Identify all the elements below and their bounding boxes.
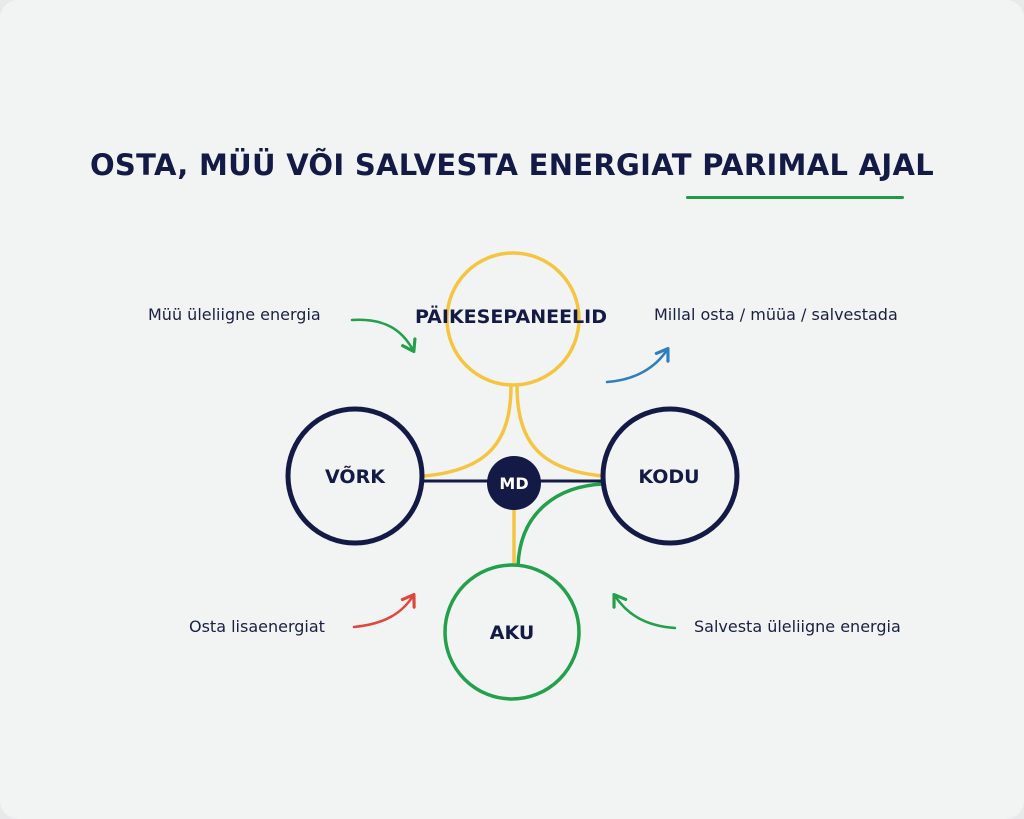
solar-to-home-line	[515, 384, 604, 478]
hub-node-circle[interactable]	[487, 456, 541, 510]
when-to-label: Millal osta / müüa / salvestada	[654, 305, 898, 324]
store-surplus-label: Salvesta üleliigne energia	[694, 617, 901, 636]
grid-node-label: VÕRK	[325, 464, 386, 488]
battery-node-circle[interactable]	[443, 563, 581, 701]
title-underline	[686, 196, 904, 199]
hub-node-label: MD	[499, 474, 528, 493]
battery-node-label: AKU	[490, 622, 535, 644]
buy-extra-label: Osta lisaenergiat	[189, 617, 325, 636]
home-to-battery-line	[516, 482, 604, 567]
when-to-arrow	[605, 346, 670, 384]
home-node-circle[interactable]	[600, 406, 740, 546]
page-title: OSTA, MÜÜ VÕI SALVESTA ENERGIAT PARIMAL …	[0, 148, 1024, 182]
solar-to-grid-line	[423, 384, 513, 478]
home-node-label: KODU	[638, 466, 699, 488]
solar-node-label: PÄIKESEPANEELID	[415, 304, 607, 328]
title-main: OSTA, MÜÜ VÕI SALVESTA ENERGIAT	[89, 148, 692, 182]
sell-surplus-label: Müü üleliigne energia	[148, 305, 321, 324]
buy-extra-arrow	[352, 592, 416, 629]
solar-node-circle[interactable]	[445, 251, 581, 387]
store-surplus-arrow	[612, 592, 677, 630]
sell-surplus-arrow	[350, 318, 417, 354]
title-highlight: PARIMAL AJAL	[702, 148, 934, 182]
grid-node-circle[interactable]	[285, 406, 425, 546]
